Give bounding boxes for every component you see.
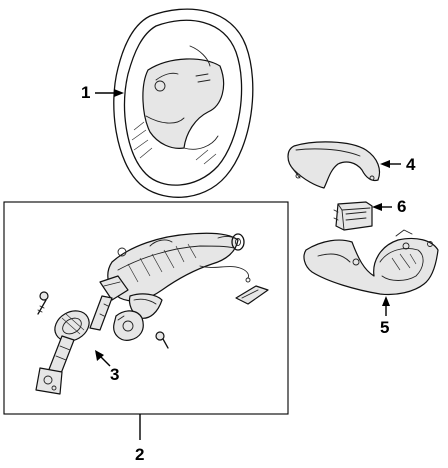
callout-5-leader (382, 296, 390, 316)
callout-3: 3 (110, 365, 119, 384)
column-clip (235, 285, 269, 305)
column-module (333, 201, 373, 231)
callout-3-leader (95, 350, 111, 367)
callout-6-leader (372, 203, 392, 211)
column-screw (155, 331, 169, 349)
ignition-lock-housing (113, 310, 144, 341)
callout-6: 6 (397, 197, 406, 216)
callout-4: 4 (406, 155, 416, 174)
callout-5: 5 (380, 318, 389, 337)
callout-1-leader (95, 89, 124, 97)
callout-1: 1 (81, 83, 90, 102)
upper-column-cover (287, 141, 381, 189)
callout-4-leader (380, 160, 401, 168)
column-bolt (37, 291, 49, 315)
lower-column-cover (303, 229, 439, 296)
callout-2: 2 (135, 445, 144, 464)
steering-wheel (113, 8, 254, 198)
steering-column-assembly (35, 232, 269, 395)
steering-column-group-box (3, 201, 289, 415)
